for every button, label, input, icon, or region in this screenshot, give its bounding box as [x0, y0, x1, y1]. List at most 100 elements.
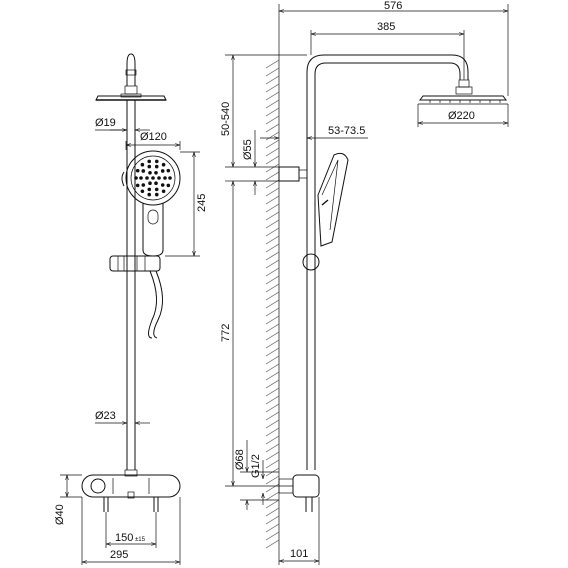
- dim-total-width: 576: [384, 0, 402, 12]
- hatch-line: [265, 219, 280, 229]
- hatch-line: [265, 515, 280, 525]
- hatch-line: [265, 155, 280, 165]
- nozzle-dot: [147, 164, 152, 169]
- hatch-line: [265, 395, 280, 405]
- dim-valve-diameter: Ø40: [54, 504, 66, 525]
- hatch-line: [265, 507, 280, 517]
- hatch-line: [265, 211, 280, 221]
- hatch-line: [265, 59, 280, 69]
- nozzle-dot: [163, 176, 167, 180]
- dim-holder-diameter: Ø55: [242, 139, 254, 160]
- front-dimensions: Ø19 Ø120 245 Ø23 Ø40 150 ±15 295: [54, 117, 208, 565]
- nozzle-dot: [135, 168, 140, 173]
- nozzle-dot: [157, 176, 161, 180]
- hatch-line: [265, 251, 280, 261]
- dim-connection-spacing: 150: [115, 532, 133, 544]
- hatch-line: [265, 187, 280, 197]
- nozzle-dot: [147, 187, 152, 192]
- dim-arm-length: 385: [377, 21, 395, 33]
- hatch-line: [265, 531, 280, 541]
- hatch-line: [265, 235, 280, 245]
- hand-shower-side: [317, 152, 349, 247]
- dim-hand-shower-length: 245: [196, 194, 208, 212]
- hatch-line: [265, 267, 280, 277]
- hatch-line: [265, 115, 280, 125]
- dim-pipe-diameter: Ø19: [95, 117, 116, 129]
- hatch-line: [265, 379, 280, 389]
- hatch-line: [265, 123, 280, 133]
- nozzle-dot: [147, 159, 152, 164]
- dim-valve-depth: 101: [290, 548, 308, 560]
- nozzle-dot: [139, 176, 143, 180]
- nozzle-dot: [147, 192, 152, 197]
- hatch-line: [265, 323, 280, 333]
- hatch-line: [265, 403, 280, 413]
- hatch-line: [265, 451, 280, 461]
- hatch-line: [265, 275, 280, 285]
- nozzle-dot: [140, 162, 145, 167]
- nozzle-dot: [148, 181, 152, 185]
- side-dimensions: 576 385 Ø220 50-540 Ø55 53-73.5 772: [220, 0, 509, 565]
- dim-head-diameter: Ø220: [448, 110, 475, 122]
- hatch-line: [265, 459, 280, 469]
- nozzle-dot: [140, 189, 145, 194]
- hatch-line: [265, 131, 280, 141]
- rain-head-side: [419, 95, 507, 101]
- hatch-line: [265, 107, 280, 117]
- hatch-line: [265, 371, 280, 381]
- hatch-line: [265, 363, 280, 373]
- hatch-line: [265, 307, 280, 317]
- hatch-line: [265, 419, 280, 429]
- hatch-line: [265, 331, 280, 341]
- hatch-line: [265, 299, 280, 309]
- hatch-line: [265, 171, 280, 181]
- side-view: [265, 54, 508, 549]
- hatch-line: [265, 291, 280, 301]
- nozzle-dot: [154, 187, 159, 192]
- hand-shower-nozzles: [134, 159, 172, 197]
- slide-holder-front: [109, 255, 161, 272]
- front-view: [81, 53, 181, 512]
- hatch-line: [265, 147, 280, 157]
- hatch-line: [265, 163, 280, 173]
- nozzle-dot: [151, 176, 155, 180]
- nozzle-dot: [154, 164, 159, 169]
- hatch-line: [265, 203, 280, 213]
- hatch-line: [265, 387, 280, 397]
- dim-thread: G1/2: [250, 454, 262, 478]
- hatch-line: [265, 443, 280, 453]
- dim-connection-tolerance: ±15: [135, 537, 146, 543]
- spray-button: [147, 209, 159, 225]
- hatch-line: [265, 339, 280, 349]
- dim-arm-offset: 50-540: [220, 102, 232, 136]
- nozzle-dot: [134, 176, 138, 180]
- wall-bracket: [278, 166, 300, 182]
- nozzle-dot: [160, 169, 165, 173]
- nozzle-dot: [148, 171, 152, 175]
- hatch-line: [265, 227, 280, 237]
- hatch-line: [265, 139, 280, 149]
- nozzle-dot: [141, 183, 146, 187]
- hatch-line: [265, 355, 280, 365]
- nozzle-dot: [160, 183, 165, 187]
- nozzle-dot: [166, 183, 171, 188]
- hatch-line: [265, 491, 280, 501]
- hatch-line: [265, 195, 280, 205]
- nozzle-dot: [135, 183, 140, 188]
- wall-hatching: [265, 59, 280, 549]
- nozzle-dot: [154, 192, 159, 197]
- nozzle-dot: [154, 181, 158, 185]
- nozzle-dot: [166, 168, 171, 173]
- hatch-line: [265, 347, 280, 357]
- nozzle-dot: [161, 189, 166, 194]
- dim-rail-length: 772: [220, 324, 232, 342]
- valve-side: [292, 474, 320, 498]
- hatch-line: [265, 523, 280, 533]
- hatch-line: [265, 67, 280, 77]
- hatch-line: [265, 283, 280, 293]
- dim-wall-distance: 53-73.5: [328, 125, 365, 137]
- hatch-line: [265, 483, 280, 493]
- thermostatic-valve-front: [81, 474, 181, 498]
- dim-hand-shower-diameter: Ø120: [140, 131, 167, 143]
- nozzle-dot: [154, 171, 158, 175]
